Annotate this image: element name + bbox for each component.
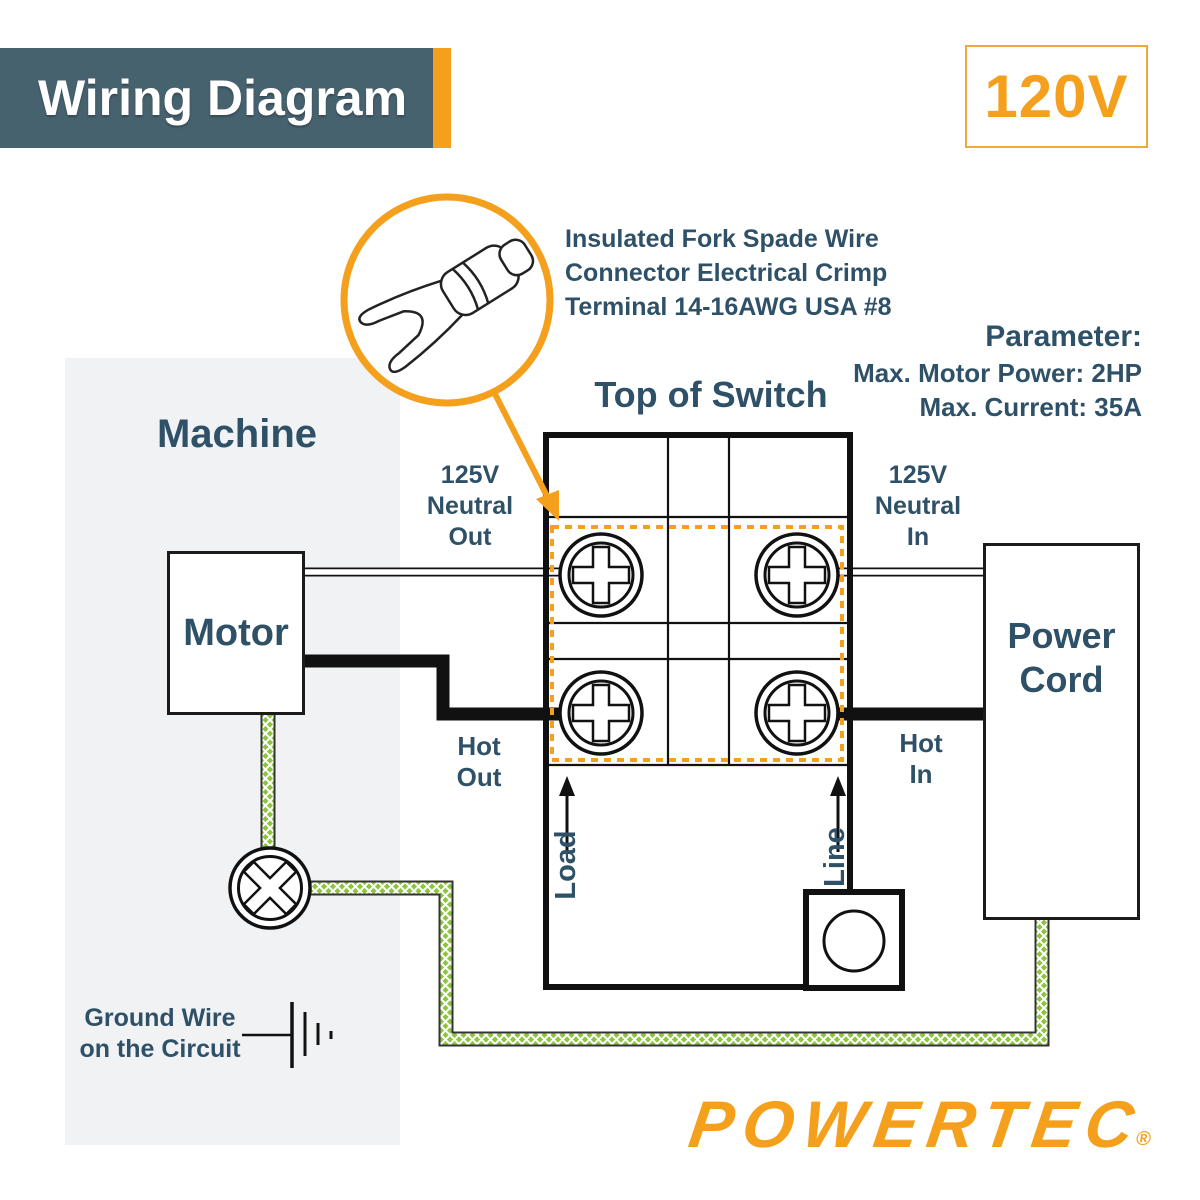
connector-caption: Insulated Fork Spade Wire Connector Elec… — [565, 222, 905, 324]
screw-terminal-neutral-out — [558, 532, 644, 618]
load-arrow-icon — [559, 776, 575, 852]
port-circle-icon — [822, 909, 886, 973]
ground-wire-label: Ground Wire on the Circuit — [79, 1004, 241, 1063]
screw-terminal-hot-in — [754, 670, 840, 756]
connector-caption-line: Insulated Fork Spade Wire — [565, 225, 879, 253]
parameter-row-max-current: Max. Current: 35A — [919, 392, 1143, 422]
hot-in-label: Hot In — [899, 728, 943, 789]
neutral-out-label: 125V Neutral Out — [426, 461, 514, 551]
line-arrow-icon — [830, 776, 846, 852]
indicator-lamp-icon — [226, 844, 314, 932]
screw-terminal-hot-out — [558, 670, 644, 756]
hot-out-label: Hot Out — [456, 731, 502, 792]
power-cord-label-line: Power — [1007, 615, 1116, 656]
screw-terminal-neutral-in — [754, 532, 840, 618]
line-label: Line — [819, 827, 851, 887]
power-cord-box: Power Cord — [983, 543, 1140, 920]
motor-label: Motor — [183, 611, 289, 654]
neutral-in-label: 125V Neutral In — [874, 461, 962, 551]
page-title: Wiring Diagram — [38, 70, 408, 126]
fork-spade-connector-icon — [358, 238, 535, 374]
ground-wire — [260, 715, 1050, 1047]
registered-mark: ® — [1134, 1128, 1153, 1150]
voltage-badge: 120V — [965, 45, 1148, 148]
machine-label: Machine — [156, 412, 318, 456]
callout-arrow — [491, 390, 559, 521]
parameter-heading: Parameter: — [985, 320, 1142, 353]
connector-caption-line: Connector Electrical Crimp — [565, 259, 888, 287]
voltage-badge-text: 120V — [984, 63, 1129, 130]
connector-caption-line: Terminal 14-16AWG USA #8 — [565, 293, 892, 321]
terminal-highlight-dashed-box — [550, 525, 844, 762]
line-port-box — [803, 889, 905, 991]
powertec-logo: POWERTEC® — [685, 1086, 1166, 1162]
header-bar — [0, 48, 433, 148]
switch-grid — [546, 435, 850, 767]
parameter-row-motor-power: Max. Motor Power: 2HP — [853, 358, 1142, 388]
load-label: Load — [550, 830, 582, 900]
motor-box: Motor — [167, 551, 305, 715]
parameter-block: Parameter: Max. Motor Power: 2HP Max. Cu… — [822, 318, 1142, 424]
header-accent-bar — [433, 48, 451, 148]
hot-out-wire — [305, 654, 561, 721]
ground-symbol-icon — [242, 1002, 333, 1068]
power-cord-label: Power Cord — [986, 614, 1137, 702]
power-cord-label-line: Cord — [1019, 659, 1104, 700]
powertec-logo-text: POWERTEC — [684, 1087, 1148, 1161]
machine-region — [65, 358, 400, 1145]
switch-outline — [543, 432, 853, 990]
switch-title: Top of Switch — [594, 374, 828, 415]
